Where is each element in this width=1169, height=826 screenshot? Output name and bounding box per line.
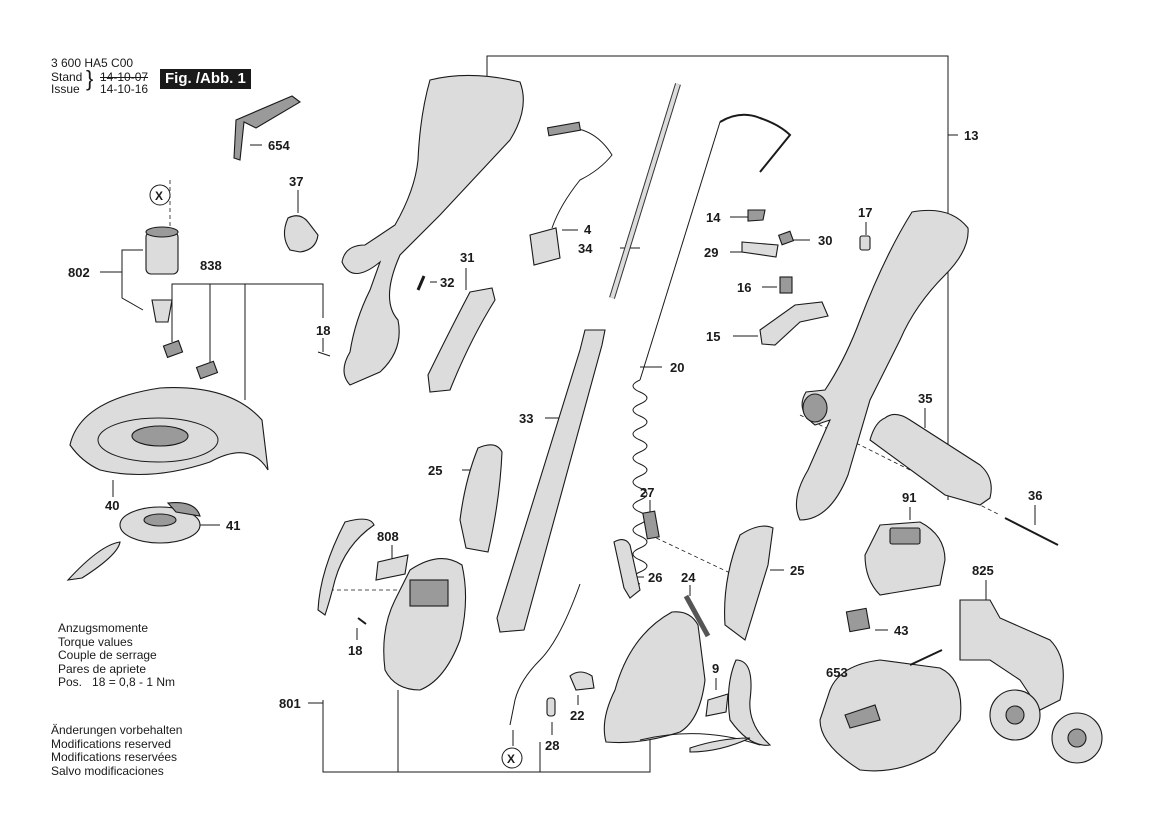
part-label: 28 — [545, 738, 559, 753]
part-label: 33 — [519, 411, 533, 426]
part-label: 802 — [68, 265, 90, 280]
part-label: X — [507, 752, 515, 766]
part-label: 30 — [818, 233, 832, 248]
torque-pos-line: Pos. 18 = 0,8 - 1 Nm — [58, 675, 176, 690]
part-label: 808 — [377, 529, 399, 544]
part-label: 838 — [200, 258, 222, 273]
issue-label: Issue — [51, 82, 80, 96]
stand-date: 14-10-07 — [100, 70, 149, 84]
part-label: 654 — [268, 138, 290, 153]
stand-label: Stand — [51, 70, 83, 84]
part-label: 17 — [858, 205, 872, 220]
part-label: 14 — [706, 210, 721, 225]
part-shapes — [66, 74, 1103, 772]
part-label: 40 — [105, 498, 119, 513]
part-label: 18 — [316, 323, 330, 338]
part-label: 15 — [706, 329, 720, 344]
torque-line: Torque values — [58, 634, 133, 649]
part-label: 825 — [972, 563, 994, 578]
part-label: 34 — [578, 241, 593, 256]
modification-line: Änderungen vorbehalten — [51, 723, 183, 737]
part-label: 20 — [670, 360, 684, 375]
part-label: 36 — [1028, 488, 1042, 503]
part-label: 9 — [712, 661, 719, 676]
issue-date: 14-10-16 — [100, 82, 149, 96]
part-label: 25 — [428, 463, 442, 478]
part-label: 35 — [918, 391, 932, 406]
part-label: 37 — [289, 174, 303, 189]
brace-icon: } — [86, 66, 94, 91]
modification-notes: Änderungen vorbehalten Modifications res… — [51, 723, 183, 778]
part-label: 43 — [894, 623, 908, 638]
torque-line: Couple de serrage — [58, 648, 157, 663]
part-label: 16 — [737, 280, 751, 295]
part-label: 29 — [704, 245, 718, 260]
torque-notes: Anzugsmomente Torque values Couple de se… — [58, 621, 176, 690]
part-label: 22 — [570, 708, 584, 723]
part-labels: 654 37 X 802 838 18 32 31 4 34 20 33 13 … — [68, 128, 1042, 766]
part-label: 18 — [348, 643, 362, 658]
part-label: 24 — [681, 570, 696, 585]
modification-line: Modifications reservées — [51, 750, 178, 765]
part-label: 31 — [460, 250, 474, 265]
part-label: 27 — [640, 485, 654, 500]
part-label: 653 — [826, 665, 848, 680]
part-label: 41 — [226, 518, 240, 533]
part-label: 91 — [902, 490, 916, 505]
part-label: 25 — [790, 563, 804, 578]
torque-line: Pares de apriete — [58, 661, 147, 676]
modification-line: Modifications reserved — [51, 736, 172, 751]
part-label: 4 — [584, 222, 592, 237]
part-label: 32 — [440, 275, 454, 290]
part-label: X — [155, 189, 163, 203]
torque-line: Anzugsmomente — [58, 621, 149, 635]
modification-line: Salvo modificaciones — [51, 763, 164, 778]
part-label: 13 — [964, 128, 978, 143]
figure-label: Fig. /Abb. 1 — [160, 69, 251, 89]
part-label: 801 — [279, 696, 301, 711]
part-number: 3 600 HA5 C00 — [51, 56, 134, 70]
part-label: 26 — [648, 570, 662, 585]
